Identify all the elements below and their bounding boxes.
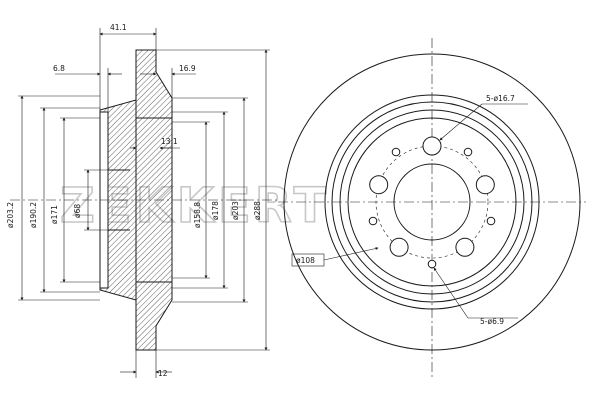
front-leaders bbox=[291, 103, 528, 319]
label-dia-288: ø288 bbox=[253, 201, 262, 220]
bolt-hole bbox=[369, 175, 389, 195]
label-inner-step: 13.1 bbox=[161, 137, 178, 146]
label-dia-190-2: ø190.2 bbox=[29, 202, 38, 228]
small-hole bbox=[486, 216, 496, 226]
label-dia-68: ø68 bbox=[73, 204, 82, 218]
small-hole bbox=[391, 147, 401, 157]
bolt-hole bbox=[422, 136, 442, 156]
label-small-holes: 5-ø6.9 bbox=[480, 317, 504, 326]
label-dia-203-2: ø203.2 bbox=[6, 202, 15, 228]
label-bolt-holes: 5-ø16.7 bbox=[486, 94, 515, 103]
label-dia-171: ø171 bbox=[50, 205, 59, 224]
small-hole bbox=[463, 147, 473, 157]
bolt-hole bbox=[455, 237, 475, 257]
label-flange-thickness: 16.9 bbox=[179, 64, 196, 73]
label-hub-width: 41.1 bbox=[110, 23, 127, 32]
label-dia-178: ø178 bbox=[211, 201, 220, 220]
front-view bbox=[278, 38, 586, 380]
small-holes bbox=[368, 147, 496, 269]
small-hole bbox=[427, 259, 437, 269]
label-pcd: ø108 bbox=[296, 256, 315, 265]
label-dia-158-8: ø158.8 bbox=[193, 202, 202, 228]
small-hole bbox=[368, 216, 378, 226]
side-section-view bbox=[10, 49, 280, 351]
bolt-hole bbox=[389, 237, 409, 257]
label-dia-203: ø203 bbox=[231, 201, 240, 220]
side-dimensions bbox=[18, 28, 270, 378]
bolt-hole bbox=[475, 175, 495, 195]
label-hat-offset: 6.8 bbox=[53, 64, 65, 73]
bolt-holes bbox=[369, 136, 495, 257]
label-rotor-thickness: 12 bbox=[158, 369, 168, 378]
